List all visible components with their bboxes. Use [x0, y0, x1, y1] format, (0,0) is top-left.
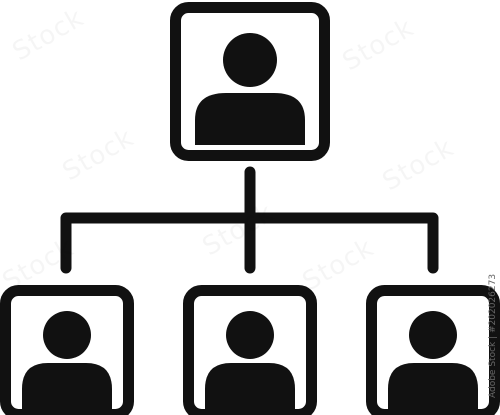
- stock-image-id: Adobe Stock | #202026273: [488, 273, 498, 398]
- node-child-middle: [183, 285, 317, 415]
- node-top-person: [170, 2, 330, 161]
- node-child-left: [0, 285, 134, 415]
- person-icon: [205, 311, 295, 409]
- connector-bar: [60, 212, 439, 274]
- person-icon: [195, 33, 305, 145]
- node-child-right: [366, 285, 500, 415]
- person-icon: [22, 311, 112, 409]
- node-frame: [170, 2, 330, 161]
- connector-lines: [60, 166, 439, 274]
- person-icon: [388, 311, 478, 409]
